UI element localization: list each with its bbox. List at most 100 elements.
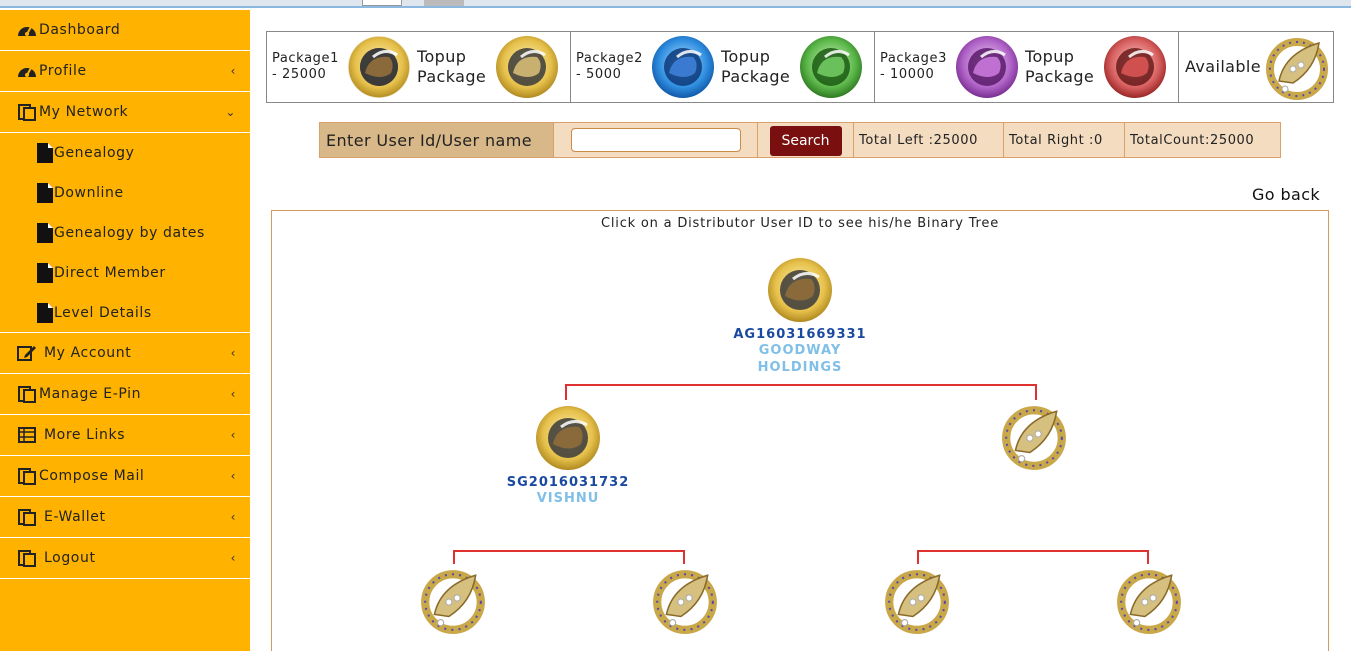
package-2: Package2 - 5000 Topup Package [571, 32, 875, 102]
sidebar-item-label: Profile [39, 63, 87, 79]
browser-tab[interactable] [362, 0, 402, 6]
dashboard-icon [16, 62, 38, 80]
topup-text: Package [1025, 67, 1095, 86]
gold-platinum-medal-icon [768, 258, 832, 322]
search-label: Enter User Id/User name [320, 123, 554, 157]
tree-node-id[interactable]: AG16031669331 [733, 327, 867, 342]
tree-node-root[interactable]: AG16031669331 GOODWAY HOLDINGS [700, 255, 900, 376]
sidebar-item-label: Manage E-Pin [39, 386, 142, 402]
tree-node-id[interactable]: SG2016031732 [506, 475, 630, 490]
topup-text: Topup [1025, 47, 1075, 66]
package-available: Available [1179, 32, 1333, 102]
package-name: Package2 [576, 51, 643, 66]
tree-node-right-available[interactable] [999, 401, 1069, 471]
search-button[interactable]: Search [769, 126, 842, 156]
search-input-cell [554, 123, 758, 157]
tree-node-available[interactable] [650, 565, 720, 635]
sidebar: Dashboard Profile ‹ My Network ⌄ Genealo… [0, 10, 250, 651]
sidebar-item-my-account[interactable]: My Account ‹ [0, 333, 250, 374]
browser-top-strip [0, 0, 1351, 8]
dashboard-icon [16, 21, 38, 39]
red-topup-medal-icon [1104, 36, 1166, 98]
sidebar-subitem-genealogy[interactable]: Genealogy [0, 133, 250, 173]
gold-topup-medal-icon [496, 36, 558, 98]
sidebar-item-dashboard[interactable]: Dashboard [0, 10, 250, 51]
tree-connector [565, 384, 1037, 386]
available-ring-icon [1263, 33, 1331, 101]
search-input[interactable] [570, 128, 741, 152]
sidebar-item-label: Dashboard [39, 22, 121, 38]
search-bar: Enter User Id/User name Search Total Lef… [319, 122, 1281, 158]
copy-icon [16, 508, 38, 526]
sidebar-subitem-label: Downline [54, 185, 124, 201]
sidebar-subitem-label: Genealogy [54, 145, 135, 161]
topup-text: Package [721, 67, 791, 86]
purple-medal-icon [956, 36, 1018, 98]
tree-hint: Click on a Distributor User ID to see hi… [601, 216, 999, 231]
document-icon [37, 143, 53, 163]
available-label: Available [1185, 57, 1262, 76]
topup-label: Topup Package [717, 47, 797, 87]
copy-icon [16, 385, 38, 403]
sidebar-item-manage-epin[interactable]: Manage E-Pin ‹ [0, 374, 250, 415]
tree-connector [453, 550, 685, 552]
package-amount: - 25000 [272, 67, 327, 82]
tree-connector [453, 550, 455, 564]
sidebar-subitem-label: Level Details [54, 304, 152, 321]
available-ring-icon [882, 565, 952, 635]
total-count: TotalCount:25000 [1125, 123, 1280, 157]
sidebar-item-logout[interactable]: Logout ‹ [0, 538, 250, 579]
sidebar-item-label: Logout [44, 550, 96, 566]
tree-node-available[interactable] [418, 565, 488, 635]
chevron-left-icon: ‹ [230, 469, 236, 483]
browser-tab[interactable] [424, 0, 464, 6]
available-ring-icon [418, 565, 488, 635]
topup-text: Package [417, 67, 487, 86]
package-label: Package2 - 5000 [571, 51, 649, 83]
tree-node-available[interactable] [1114, 565, 1184, 635]
sidebar-item-label: Compose Mail [39, 468, 145, 484]
topup-label: Topup Package [413, 47, 493, 87]
document-icon [37, 183, 53, 203]
sidebar-item-my-network[interactable]: My Network ⌄ [0, 92, 250, 133]
tree-connector [917, 550, 919, 564]
search-button-cell: Search [758, 123, 854, 157]
packages-legend: Package1 - 25000 Topup Package Package2 … [266, 31, 1334, 103]
package-amount: - 10000 [880, 67, 935, 82]
sidebar-item-compose-mail[interactable]: Compose Mail ‹ [0, 456, 250, 497]
edit-icon [16, 344, 38, 362]
gold-platinum-medal-icon [536, 406, 600, 470]
sidebar-item-profile[interactable]: Profile ‹ [0, 51, 250, 92]
go-back-link[interactable]: Go back [1252, 185, 1321, 204]
sidebar-item-more-links[interactable]: More Links ‹ [0, 415, 250, 456]
tree-node-name: VISHNU [536, 491, 600, 506]
tree-node-name: GOODWAY [758, 343, 842, 358]
tree-connector [683, 550, 685, 564]
gold-platinum-medal-icon [345, 33, 413, 101]
available-ring-icon [999, 401, 1069, 471]
tree-connector [917, 550, 1149, 552]
package-1: Package1 - 25000 Topup Package [267, 32, 571, 102]
topup-text: Topup [417, 47, 467, 66]
sidebar-subitem-label: Direct Member [54, 265, 166, 281]
package-name: Package3 [880, 51, 947, 66]
sidebar-subitem-genealogy-by-dates[interactable]: Genealogy by dates [0, 213, 250, 253]
chevron-left-icon: ‹ [230, 428, 236, 442]
package-amount: - 5000 [576, 67, 622, 82]
tree-node-available[interactable] [882, 565, 952, 635]
tree-connector [1035, 384, 1037, 400]
package-3: Package3 - 10000 Topup Package [875, 32, 1179, 102]
sidebar-subitem-downline[interactable]: Downline [0, 173, 250, 213]
available-ring-icon [650, 565, 720, 635]
tree-node-left[interactable]: SG2016031732 VISHNU [468, 403, 668, 507]
sidebar-subitem-direct-member[interactable]: Direct Member [0, 253, 250, 293]
blue-medal-icon [652, 36, 714, 98]
topup-text: Topup [721, 47, 771, 66]
sidebar-subitem-level-details[interactable]: Level Details [0, 293, 250, 333]
table-icon [16, 426, 38, 444]
chevron-left-icon: ‹ [230, 64, 236, 78]
sidebar-item-e-wallet[interactable]: E-Wallet ‹ [0, 497, 250, 538]
sidebar-item-label: My Network [39, 104, 129, 120]
total-left: Total Left :25000 [854, 123, 1004, 157]
copy-icon [16, 103, 38, 121]
